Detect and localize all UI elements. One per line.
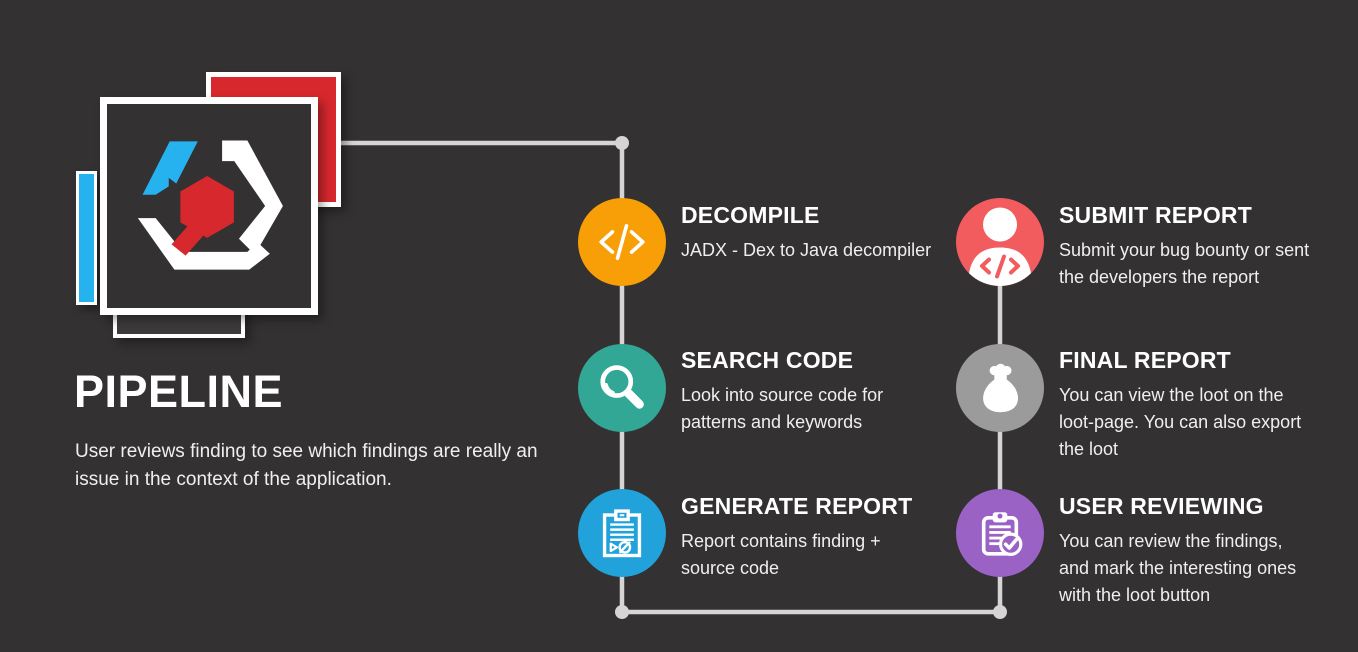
page-title: PIPELINE (74, 366, 284, 417)
connector-dot (615, 136, 629, 150)
step-user-reviewing: USER REVIEWING You can review the findin… (1059, 493, 1349, 609)
step-desc: Look into source code for patterns and k… (681, 385, 884, 432)
app-logo-icon (137, 140, 283, 270)
step-submit-report: SUBMIT REPORT Submit your bug bounty or … (1059, 202, 1349, 291)
step-desc: Submit your bug bounty or sent the devel… (1059, 240, 1310, 287)
logo-white-bottom-shape (137, 218, 270, 270)
step-submit-report-circle (956, 198, 1044, 286)
clipboard-check-icon (981, 512, 1023, 556)
step-desc: Report contains finding + source code (681, 531, 881, 578)
step-generate-report-circle (578, 489, 666, 577)
code-icon (599, 223, 645, 261)
person-code-marks (980, 254, 1020, 279)
step-user-reviewing-circle (956, 489, 1044, 577)
report-clipboard-icon (602, 509, 642, 558)
step-final-report: FINAL REPORT You can view the loot on th… (1059, 347, 1349, 463)
step-desc: You can review the findings, and mark th… (1059, 531, 1297, 605)
connector-dot (993, 605, 1007, 619)
step-decompile: DECOMPILE JADX - Dex to Java decompiler (681, 202, 951, 264)
page-description: User reviews finding to see which findin… (75, 441, 538, 490)
step-title: DECOMPILE (681, 202, 820, 228)
step-title: SUBMIT REPORT (1059, 202, 1252, 228)
step-title: GENERATE REPORT (681, 493, 913, 519)
app-logo (100, 97, 318, 315)
step-generate-report: GENERATE REPORT Report contains finding … (681, 493, 931, 582)
step-desc: You can view the loot on the loot-page. … (1059, 385, 1302, 459)
logo-cyan-shape (142, 141, 198, 195)
magnifier-icon (600, 365, 644, 409)
logo-white-top-shape (222, 140, 283, 255)
step-search-code-circle (578, 344, 666, 432)
step-desc: JADX - Dex to Java decompiler (681, 240, 932, 260)
connector-dot (615, 605, 629, 619)
logo-cyan-bar (76, 171, 97, 305)
step-final-report-circle (956, 344, 1044, 432)
step-search-code: SEARCH CODE Look into source code for pa… (681, 347, 931, 436)
step-title: FINAL REPORT (1059, 347, 1231, 373)
step-title: SEARCH CODE (681, 347, 854, 373)
logo-red-tail (171, 220, 208, 256)
step-title: USER REVIEWING (1059, 493, 1264, 519)
step-decompile-circle (578, 198, 666, 286)
person-code-icon (968, 207, 1032, 286)
moneybag-icon (983, 363, 1018, 413)
